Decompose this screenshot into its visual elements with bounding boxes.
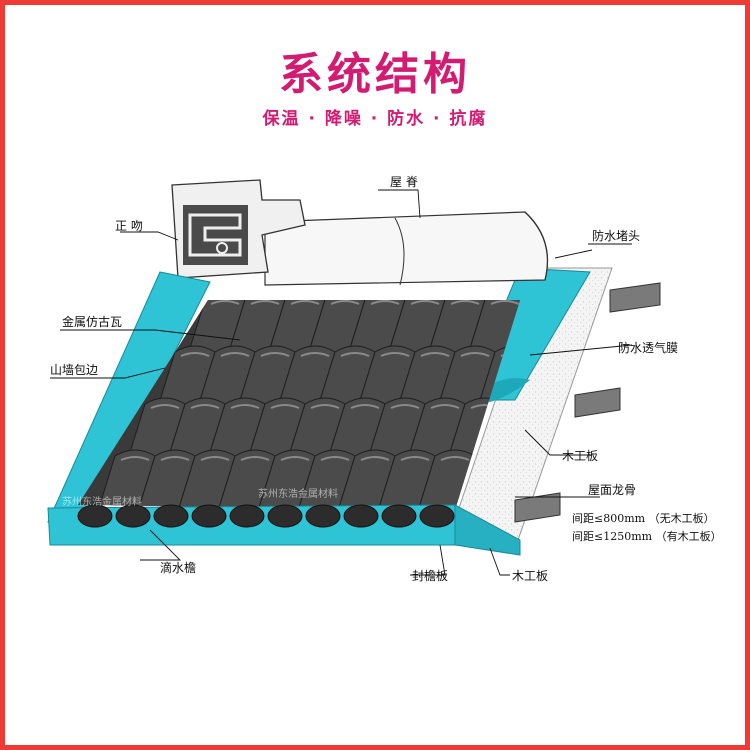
label-ridge-ornament: 正 吻 <box>115 219 143 233</box>
drip-tile-end <box>78 505 112 527</box>
drip-tile-end <box>268 505 302 527</box>
label-waterproof-membrane: 防水透气膜 <box>618 340 678 355</box>
label-wood-board-upper: 木工板 <box>562 449 598 463</box>
label-keel-spacing-2: 间距≤1250mm （有木工板） <box>572 529 722 543</box>
drip-tile-end <box>192 505 226 527</box>
drip-tile-end <box>344 505 378 527</box>
drip-tile-end <box>230 505 264 527</box>
drip-tile-end <box>420 505 454 527</box>
drip-tile-end <box>154 505 188 527</box>
label-roof-keel: 屋面龙骨 <box>588 483 636 497</box>
ridge-cap <box>265 212 548 285</box>
watermark-mid: 苏州东浩金属材料 <box>258 487 338 500</box>
label-wood-board-lower: 木工板 <box>512 569 548 583</box>
drip-tile-end <box>116 505 150 527</box>
drip-tile-end <box>382 505 416 527</box>
label-fascia-board: 封檐板 <box>412 569 448 583</box>
label-gable-trim: 山墙包边 <box>50 363 98 377</box>
label-drip-eave: 滴水檐 <box>160 560 196 575</box>
drip-tile-end <box>306 505 340 527</box>
label-waterproof-plug: 防水堵头 <box>592 228 640 243</box>
label-ridge: 屋 脊 <box>390 175 418 189</box>
watermark-left: 苏州东浩金属材料 <box>62 495 142 508</box>
label-metal-tile: 金属仿古瓦 <box>62 314 122 329</box>
label-keel-spacing-1: 间距≤800mm （无木工板） <box>572 511 715 525</box>
